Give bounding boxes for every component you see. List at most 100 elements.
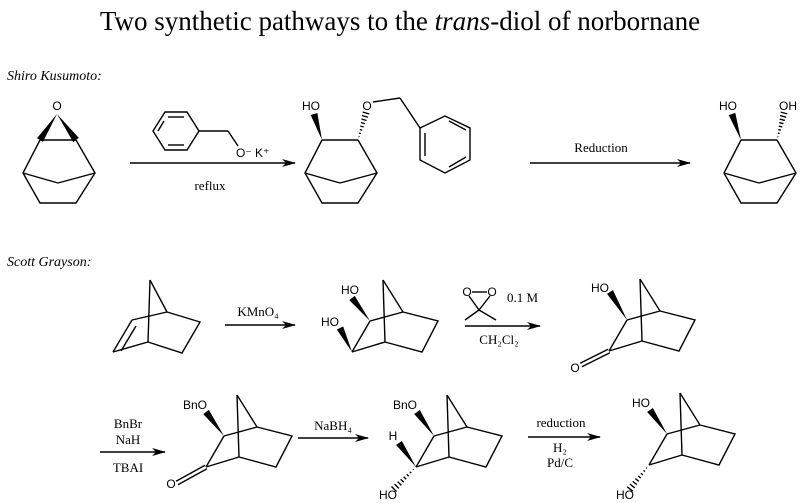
norbornene-double-bond [112,319,133,353]
epoxide-wedge-bond-1 [37,114,57,142]
benzylketone-skeleton [236,394,240,458]
final-hydroxyl-1-label: HO [632,396,650,410]
benzylketone-carbonyl-label: O [166,477,175,491]
epoxynorbornane-skeleton [22,172,59,184]
final-diol-skeleton [648,433,668,466]
step4-reagent: NaBH₄ [314,418,352,433]
final-diol-skeleton [679,392,683,456]
product1-hydroxyl-label: HO [302,99,320,113]
product1-o-hash [360,125,364,128]
epoxynorbornane-skeleton [22,139,96,204]
hydroxyketone-hydroxyl-label: HO [591,281,609,295]
final-oh-hash [640,472,644,476]
alcohol-oh-hash [412,468,415,471]
route2-author: Scott Grayson: [7,255,91,270]
step5-label: reduction [536,415,586,430]
epoxynorbornane-skeleton [57,172,96,184]
dioxirane-methyl [464,309,480,321]
benzylketone-skeleton [205,435,225,468]
cis-diol-skeleton [382,279,404,313]
final-diol-skeleton [666,424,701,435]
product1-skeleton [304,139,378,204]
final-oh-hash [634,478,640,482]
benzylketone-obn-label: BnO [183,398,207,412]
final-oh-hash [645,467,648,469]
step5-reagent-2: Pd/C [547,455,573,470]
final-diol-skeleton [648,454,683,466]
diol-oh-hash [779,114,787,118]
alcohol-skeleton [433,426,468,437]
product1-ether-oxygen-label: O [362,99,371,113]
step5-reagent-1: H₂ [553,440,567,455]
benzylketone-skeleton [223,426,258,437]
diol-oh-hash [778,128,782,131]
final-oh-wedge [647,407,667,434]
cis-diol-wedge-1 [349,295,370,321]
benzylketone-carbonyl-bond [175,464,206,482]
product1-o-hash [361,118,367,122]
benzylketone-obn-wedge [203,409,224,436]
final-hydroxyl-2-label: HO [616,488,634,502]
hydroxyketone-skeleton [639,278,643,342]
product1-o-hash [362,111,370,115]
route1-author: Shiro Kusumoto: [7,69,102,84]
alcohol-skeleton [448,426,504,468]
hydroxyketone-skeleton [641,310,697,352]
benzene-ring-product [448,156,467,168]
benzyl-o-bond [227,130,239,147]
final-oh-hash [626,486,634,492]
product2-hydroxyl-2-label: OH [779,99,797,113]
product1-o-hash [360,121,366,125]
norbornene-skeleton [147,311,202,354]
product1-o-hash [359,128,363,131]
dioxirane-bond [468,295,480,311]
epoxide-wedge-bond-2 [57,114,79,143]
final-oh-hash [629,483,636,489]
benzylketone-skeleton [236,394,258,428]
step2-label: Reduction [574,140,628,155]
benzylketone-carbonyl-bond [177,468,208,486]
product1-skeleton [339,172,378,184]
step2-solvent: CH₂Cl₂ [479,332,518,347]
alcohol-oh-hash [400,478,405,483]
alcohol-oh-hash [391,486,397,492]
dioxirane-methyl [478,309,497,321]
step3-reagent-2: NaH [116,432,141,447]
dioxirane-oxygen-2: O [487,285,496,299]
dioxirane-bond [478,295,491,311]
hydroxyketone-skeleton [626,310,661,321]
diol-hydroxyl-2-label: HO [321,315,339,329]
benzyloxide-counterion-label: O⁻ K⁺ [236,146,269,160]
hydroxyketone-carbonyl-bond [579,348,609,364]
page-title: Two synthetic pathways to the trans-diol… [100,6,700,36]
norbornene-skeleton [131,311,168,321]
final-diol-skeleton [681,424,737,466]
diol-oh-hash [779,121,784,125]
bond-lines [22,97,797,492]
diol-hydroxyl-1-label: HO [341,283,359,297]
product1-ch2-ring-bond [399,97,421,129]
cis-diol-skeleton [382,279,386,343]
alcohol-oh-hash [406,473,410,477]
title-text: Two synthetic pathways to the [100,6,435,36]
step3-catalyst: TBAI [113,460,143,475]
norbornene-skeleton [147,279,151,343]
cis-diol-skeleton [369,311,404,322]
alcohol-skeleton [415,435,435,468]
final-diol-skeleton [679,392,701,426]
benzene-ring-reagent [157,120,165,132]
diol-product-skeleton [723,172,760,184]
benzylketone-skeleton [238,426,294,468]
norbornene-skeleton [112,341,149,353]
title-text-end: -diol of norbornane [490,6,700,36]
step3-reagent-1: BnBr [114,416,143,431]
product2-hydroxyl-1-label: HO [719,99,737,113]
alcohol-hydroxyl-label: HO [379,488,397,502]
benzene-ring-product [448,120,467,131]
step1-reagent: KMnO₄ [237,304,279,319]
alcohol-oh-hash [397,481,402,486]
alcohol-skeleton [415,456,450,468]
norbornene-double-bond [120,325,137,352]
